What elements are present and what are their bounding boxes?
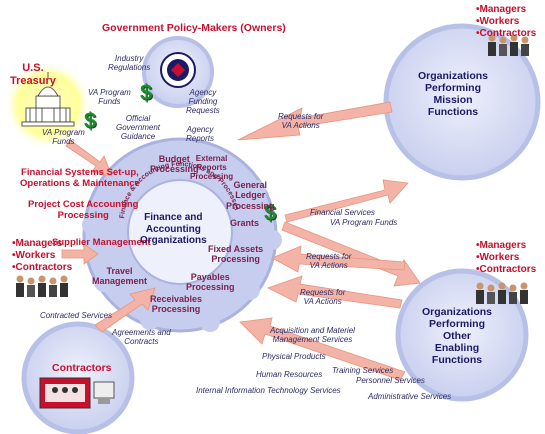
- dollar-icon-treasury: $: [84, 108, 97, 133]
- function-financial-systems: Financial Systems Set-up, Operations & M…: [20, 167, 140, 189]
- owners-official-guidance: Official Government Guidance: [116, 114, 161, 142]
- arrow-contractors-center: [94, 287, 156, 333]
- enabling-financial-services: Financial Services: [310, 208, 375, 217]
- owners-industry-regulations: Industry Regulations: [108, 54, 151, 73]
- people-icon-top-right: [488, 34, 529, 56]
- people-icon-right: [476, 282, 528, 304]
- function-fixed-assets: Fixed Assets Processing: [208, 244, 264, 265]
- enabling-title: Organizations Performing Other Enabling …: [422, 306, 493, 367]
- arrow-mission-to-center: [237, 101, 393, 141]
- arrow-treasury-to-center: [65, 139, 113, 177]
- dollar-icon-grants: $: [264, 200, 277, 225]
- arrow-center-to-mission: [284, 179, 409, 223]
- enabling-acquisition: Acquisition and Materiel Management Serv…: [270, 326, 355, 345]
- enabling-requests-2: Requests for VA Actions: [300, 288, 346, 307]
- mission-circle: [383, 23, 541, 181]
- arrow-services-to-center: [239, 317, 406, 381]
- enabling-human-resources: Human Resources: [256, 370, 323, 379]
- enabling-admin-services: Administrative Services: [368, 392, 452, 401]
- contractors-agreements: Agreements and Contracts: [112, 328, 171, 347]
- contractors-picture-icon: [39, 377, 115, 409]
- contractors-contracted-services: Contracted Services: [40, 311, 113, 320]
- function-project-cost: Project Cost Accounting Processing: [28, 199, 139, 221]
- treasury-title: U.S. Treasury: [10, 62, 56, 87]
- owners-va-program-funds: VA Program Funds: [88, 88, 131, 107]
- enabling-training-services: Training Services: [332, 366, 394, 375]
- mission-title: Organizations Performing Mission Functio…: [418, 70, 489, 119]
- function-external-reports: External Reports Processing: [190, 154, 234, 182]
- function-budget-processing: Budget Processing: [150, 154, 199, 175]
- function-receivables: Receivables Processing: [150, 294, 203, 315]
- owners-agency-reports: Agency Reports: [186, 125, 215, 144]
- function-grants: Grants: [230, 218, 260, 228]
- function-general-ledger: General Ledger Processing: [226, 180, 275, 211]
- function-travel-management: Travel Management: [92, 266, 148, 287]
- people-icon-left: [16, 275, 68, 297]
- function-payables: Payables Processing: [186, 272, 235, 293]
- contractors-title: Contractors: [52, 362, 112, 374]
- arrows: [61, 101, 421, 381]
- arrow-enabling-to-center-2: [266, 275, 403, 309]
- mission-requests: Requests for VA Actions: [278, 112, 324, 131]
- enabling-requests-1: Requests for VA Actions: [306, 252, 352, 271]
- enabling-it-services: Internal Information Technology Services: [196, 386, 341, 395]
- treasury-va-program-funds: VA Program Funds: [42, 128, 85, 147]
- dollar-icon-owners: $: [140, 80, 153, 105]
- enabling-physical-products: Physical Products: [262, 352, 326, 361]
- enabling-va-program-funds: VA Program Funds: [330, 218, 398, 227]
- roles-top-right: •Managers •Workers •Contractors: [476, 4, 537, 39]
- va-seal-icon: [160, 52, 196, 88]
- capitol-icon: [21, 72, 75, 127]
- enabling-personnel-services: Personnel Services: [356, 376, 425, 385]
- owners-agency-funding-requests: Agency Funding Requests: [186, 88, 220, 116]
- function-supplier-management: Supplier Management: [52, 237, 151, 248]
- center-title: Finance and Accounting Organizations: [140, 212, 207, 246]
- owners-title: Government Policy-Makers (Owners): [102, 22, 286, 34]
- center-cog: Finance & Accounting Functions and Proce…: [82, 137, 282, 333]
- roles-left: •Managers •Workers •Contractors: [12, 238, 73, 273]
- arrow-left-roles: [61, 243, 99, 265]
- arrow-enabling-to-center-1: [271, 245, 406, 273]
- roles-right: •Managers •Workers •Contractors: [476, 240, 537, 275]
